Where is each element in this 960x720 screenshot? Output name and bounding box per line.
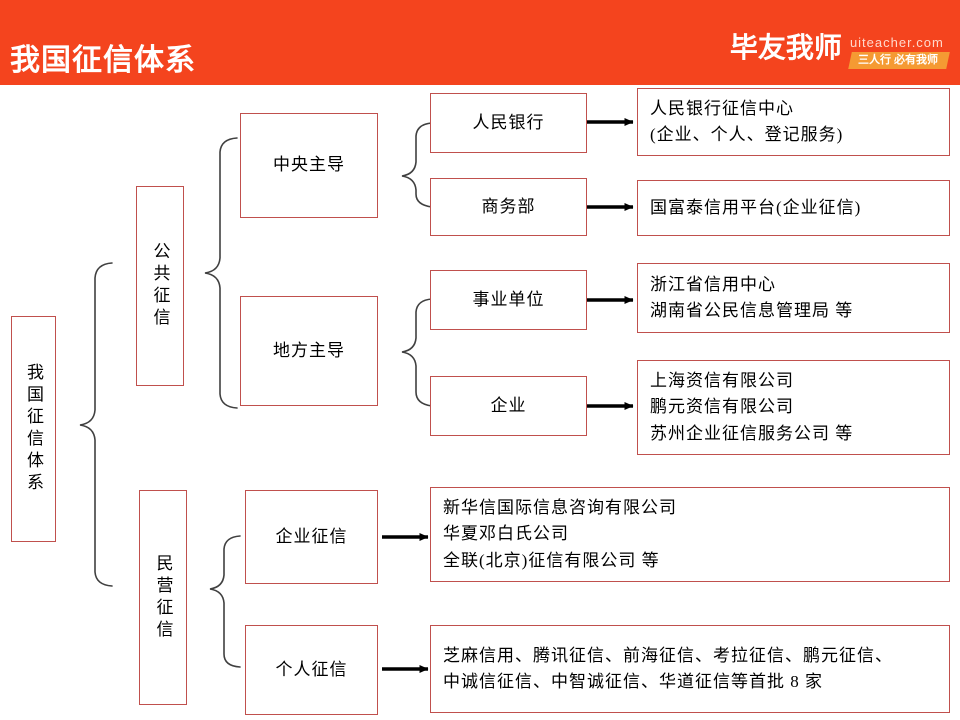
header-band: 我国征信体系 毕友我师 uiteacher.com 三人行 必有我师 [0,0,960,85]
node-enterprises[interactable]: 企业 [430,376,587,436]
node-mofcom-label: 商务部 [481,196,536,216]
node-local-led[interactable]: 地方主导 [240,296,378,406]
node-personal-credit-label: 个人征信 [275,659,348,679]
node-public-credit-label: 公共征信 [150,242,170,330]
brand-logo: 毕友我师 uiteacher.com 三人行 必有我师 [729,32,950,70]
node-gft-platform[interactable]: 国富泰信用平台(企业征信) [637,180,950,236]
node-root-label: 我国征信体系 [24,363,43,495]
brace-private [209,535,241,668]
brace-central [401,122,433,208]
node-pbc[interactable]: 人民银行 [430,93,587,153]
brand-name: 毕友我师 [729,32,842,63]
node-central-led-label: 中央主导 [273,155,345,175]
node-provincial-centers[interactable]: 浙江省信用中心 湖南省公民信息管理局 等 [637,263,950,333]
node-public-institutions[interactable]: 事业单位 [430,270,587,330]
node-corporate-credit-firms[interactable]: 新华信国际信息咨询有限公司 华夏邓白氏公司 全联(北京)征信有限公司 等 [430,487,950,582]
node-public-institutions-label: 事业单位 [472,289,545,309]
node-pbc-label: 人民银行 [472,112,545,132]
node-private-credit[interactable]: 民营征信 [139,490,187,705]
node-corporate-credit[interactable]: 企业征信 [245,490,378,584]
node-private-credit-label: 民营征信 [153,553,173,642]
node-pbc-credit-center[interactable]: 人民银行征信中心 (企业、个人、登记服务) [637,88,950,156]
node-personal-credit[interactable]: 个人征信 [245,625,378,715]
node-root[interactable]: 我国征信体系 [11,316,56,542]
node-gft-platform-label: 国富泰信用平台(企业征信) [650,197,862,217]
node-mofcom[interactable]: 商务部 [430,178,587,236]
brace-local [401,298,433,407]
node-pbc-credit-center-label: 人民银行征信中心 (企业、个人、登记服务) [650,98,844,144]
node-corporate-credit-firms-label: 新华信国际信息咨询有限公司 华夏邓白氏公司 全联(北京)征信有限公司 等 [443,497,677,570]
node-credit-companies-label: 上海资信有限公司 鹏元资信有限公司 苏州企业征信服务公司 等 [650,370,854,443]
brand-domain: uiteacher.com [849,35,944,50]
brand-badge-text: 三人行 必有我师 [857,54,938,67]
node-enterprises-label: 企业 [490,395,527,415]
brace-root [79,262,113,587]
node-personal-credit-firms[interactable]: 芝麻信用、腾讯征信、前海征信、考拉征信、鹏元征信、 中诚信征信、中智诚征信、华道… [430,625,950,713]
node-central-led[interactable]: 中央主导 [240,113,378,218]
brace-public [204,137,238,409]
node-credit-companies[interactable]: 上海资信有限公司 鹏元资信有限公司 苏州企业征信服务公司 等 [637,360,950,455]
node-personal-credit-firms-label: 芝麻信用、腾讯征信、前海征信、考拉征信、鹏元征信、 中诚信征信、中智诚征信、华道… [443,645,893,691]
node-public-credit[interactable]: 公共征信 [136,186,184,386]
brand-badge: 三人行 必有我师 [848,52,950,70]
brand-right: uiteacher.com 三人行 必有我师 [848,34,950,70]
node-local-led-label: 地方主导 [273,340,345,360]
page-title: 我国征信体系 [10,44,196,77]
node-corporate-credit-label: 企业征信 [275,526,348,546]
node-provincial-centers-label: 浙江省信用中心 湖南省公民信息管理局 等 [650,274,854,320]
